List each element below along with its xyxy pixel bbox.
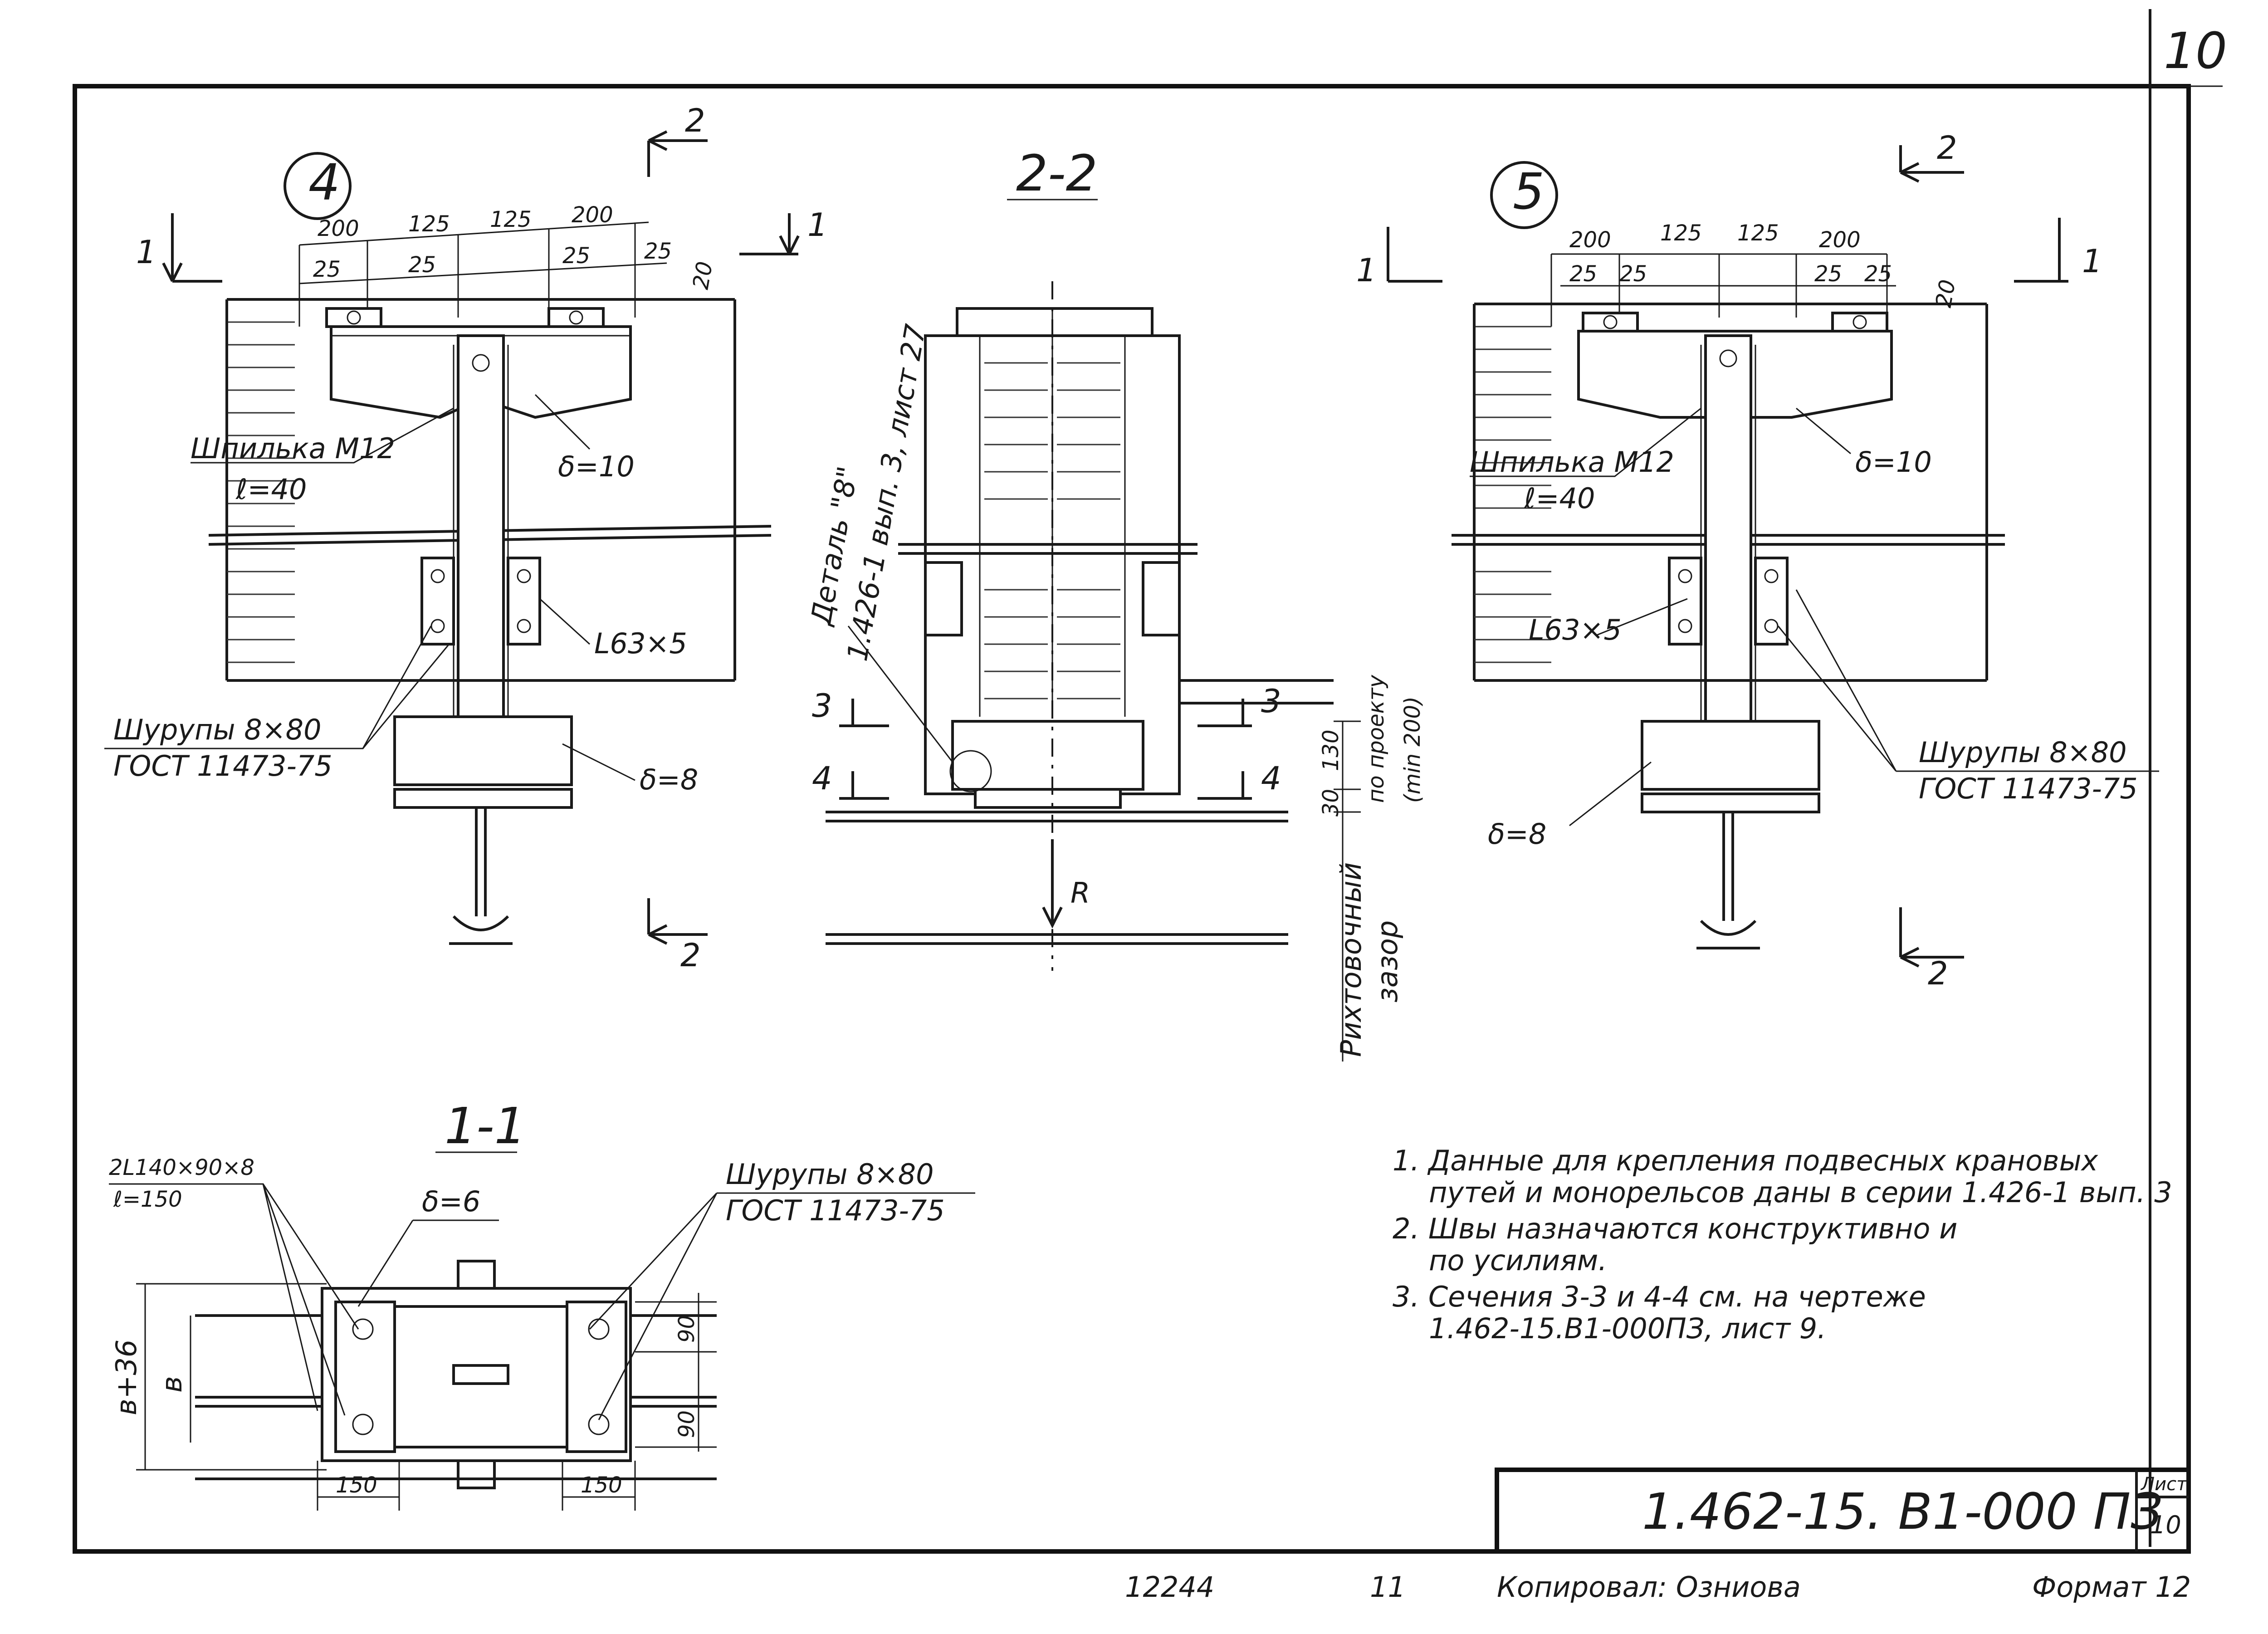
section-2-2: 2-2 R 3 4 3 4 130 30: [804, 144, 1425, 1062]
corner-number: 10: [2164, 22, 2227, 80]
detail-5-mark-1-right: 1: [2082, 243, 2102, 280]
section-1-1-dim-b: в: [155, 1376, 188, 1393]
detail-5-screws-gost: ГОСТ 11473-75: [1919, 772, 2138, 805]
section-1-1-angles: 2L140×90×8: [109, 1155, 254, 1180]
detail-5: 5 2 2 1 1 200 125 125 200 25 25 25 25 20: [1356, 129, 2159, 992]
section-1-1-screws-gost: ГОСТ 11473-75: [726, 1194, 945, 1227]
detail-5-dim-25-d: 25: [1864, 261, 1892, 287]
section-1-1: 1-1 в+36 в 90 90 150 150 2L140×90×8 ℓ=15…: [109, 1097, 975, 1511]
detail-4: 4 2 2 1 1 200 125 125 200 25 25 25 25 20: [104, 102, 828, 974]
detail-4-screws-label: Шурупы 8×80: [113, 713, 322, 746]
detail-5-dim-125-b: 125: [1737, 220, 1779, 246]
detail-5-dim-200-b: 200: [1819, 227, 1861, 253]
detail-4-dim-25-d: 25: [644, 239, 672, 264]
section-1-1-dim-90-top: 90: [674, 1315, 699, 1343]
detail-5-mark-2-top: 2: [1937, 129, 1957, 166]
detail-4-plate-label: δ=10: [558, 450, 635, 483]
detail-5-circle-label: 5: [1513, 162, 1545, 220]
detail-5-dim-125-a: 125: [1660, 220, 1702, 246]
section-1-1-dim-b36: в+36: [110, 1340, 143, 1415]
section-1-1-title: 1-1: [445, 1097, 526, 1155]
footer-mid: 11: [1370, 1570, 1406, 1604]
detail-5-stud-length: ℓ=40: [1524, 482, 1595, 515]
section-2-2-mark-3-left: 3: [812, 687, 832, 724]
notes: 1. Данные для крепления подвесных кранов…: [1393, 1144, 2172, 1345]
detail-4-stud-label: Шпилька М12: [191, 432, 395, 465]
section-2-2-force: R: [1070, 876, 1090, 910]
title-list-number: 10: [2150, 1511, 2181, 1539]
detail-5-plate-label: δ=10: [1855, 445, 1932, 479]
note-2b: по усилиям.: [1429, 1244, 1607, 1277]
footer-copied: Копировал: Озниова: [1497, 1570, 1801, 1604]
detail-4-dim-125-a: 125: [408, 211, 450, 237]
detail-4-mark-2-top: 2: [685, 102, 705, 139]
detail-5-stud-label: Шпилька М12: [1470, 445, 1674, 479]
detail-4-circle-label: 4: [308, 153, 340, 211]
title-block: 1.462-15. В1-000 ПЗ Лист 10: [1495, 1468, 2191, 1554]
detail-5-dim-200-a: 200: [1569, 227, 1611, 253]
section-2-2-title: 2-2: [1016, 144, 1098, 202]
section-2-2-gap-2: зазор: [1371, 920, 1404, 1003]
section-2-2-project-1: по проекту: [1364, 675, 1389, 803]
note-3a: 3. Сечения 3-3 и 4-4 см. на чертеже: [1393, 1280, 1926, 1313]
section-2-2-mark-4-right: 4: [1261, 760, 1281, 797]
detail-4-dim-25-c: 25: [562, 243, 590, 269]
detail-5-dim-25-c: 25: [1814, 261, 1842, 287]
detail-5-screws-label: Шурупы 8×80: [1919, 736, 2127, 769]
note-2a: 2. Швы назначаются конструктивно и: [1393, 1212, 1957, 1245]
detail-4-mark-2-bottom: 2: [680, 937, 701, 974]
section-2-2-dim-30: 30: [1318, 789, 1344, 817]
section-1-1-dim-90-bottom: 90: [674, 1410, 699, 1438]
detail-5-circle: [1490, 161, 1558, 229]
section-1-1-plate: δ=6: [422, 1185, 480, 1218]
detail-5-plate8-label: δ=8: [1488, 817, 1546, 851]
sheet-border: [73, 84, 2191, 1554]
note-3b: 1.462-15.В1-000ПЗ, лист 9.: [1429, 1312, 1826, 1345]
detail-5-mark-1-left: 1: [1356, 252, 1377, 289]
detail-4-plate8-label: δ=8: [640, 763, 698, 796]
footer-left: 12244: [1125, 1570, 1214, 1604]
section-1-1-dim-150-left: 150: [336, 1473, 377, 1498]
detail-4-dim-125-b: 125: [490, 207, 532, 232]
title-code: 1.462-15. В1-000 ПЗ: [1642, 1482, 2163, 1541]
section-2-2-mark-4-left: 4: [812, 760, 832, 797]
detail-5-dim-25-a: 25: [1569, 261, 1597, 287]
title-list-label: Лист: [2140, 1474, 2188, 1495]
note-1b: путей и монорельсов даны в серии 1.426-1…: [1429, 1176, 2172, 1209]
detail-4-screws-gost: ГОСТ 11473-75: [113, 749, 332, 783]
detail-4-stud-length: ℓ=40: [235, 473, 307, 506]
footer-format: Формат 12: [2032, 1570, 2191, 1604]
detail-4-circle: [284, 152, 352, 220]
section-2-2-project-2: (min 200): [1400, 696, 1425, 803]
detail-4-dim-25-b: 25: [408, 252, 436, 278]
detail-4-angle-label: L63×5: [594, 627, 687, 660]
detail-5-mark-2-bottom: 2: [1928, 955, 1948, 992]
detail-4-dim-20: 20: [688, 259, 718, 291]
detail-4-mark-1-right: 1: [807, 206, 828, 244]
detail-4-dim-25-a: 25: [313, 257, 341, 282]
detail-4-dim-200-a: 200: [318, 216, 359, 241]
section-1-1-angles-length: ℓ=150: [113, 1187, 182, 1212]
detail-4-dim-200-b: 200: [572, 202, 613, 228]
section-2-2-dim-130: 130: [1318, 729, 1344, 771]
section-1-1-screws: Шурупы 8×80: [726, 1158, 934, 1191]
section-2-2-mark-3-right: 3: [1261, 683, 1281, 720]
detail-5-dim-25-b: 25: [1619, 261, 1647, 287]
note-1a: 1. Данные для крепления подвесных кранов…: [1393, 1144, 2099, 1177]
detail-4-mark-1-left: 1: [136, 234, 156, 271]
section-1-1-dim-150-right: 150: [581, 1473, 622, 1498]
section-2-2-gap-1: Рихтовочный: [1334, 862, 1368, 1057]
detail-5-angle-label: L63×5: [1529, 613, 1622, 646]
